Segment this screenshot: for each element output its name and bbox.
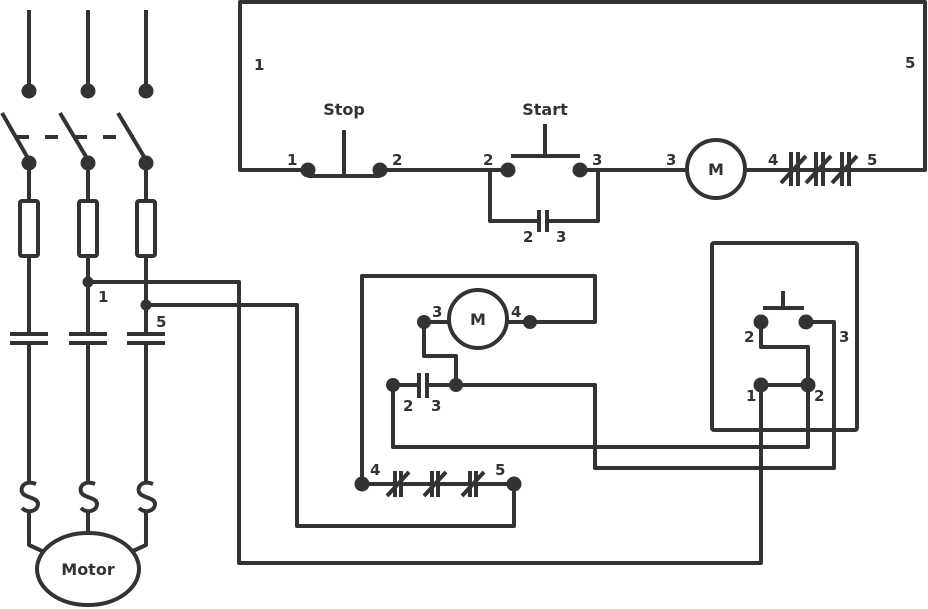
stop-label-2: 2 bbox=[392, 151, 402, 169]
wire-tap-l3 bbox=[146, 303, 516, 528]
terminal-l3-top bbox=[138, 83, 154, 99]
ladder-coil-label-3: 3 bbox=[666, 151, 676, 169]
ladder-rail bbox=[238, 0, 927, 172]
power-circuit: Motor 1 5 bbox=[0, 10, 166, 607]
aux-label-3: 3 bbox=[431, 397, 441, 415]
fuse-l3 bbox=[135, 199, 157, 258]
stop-label-1: 1 bbox=[287, 151, 297, 169]
station-label-bottom-1: 1 bbox=[746, 387, 756, 405]
wiring-overload-label-5: 5 bbox=[495, 461, 505, 479]
fuse-l2 bbox=[77, 199, 99, 258]
disconnect-blade-l1 bbox=[0, 112, 31, 161]
holding-contact: 2 3 bbox=[488, 170, 600, 246]
ladder-overload-label-5: 5 bbox=[867, 151, 877, 169]
motor bbox=[35, 531, 141, 607]
station-terminal-top-3 bbox=[798, 314, 814, 330]
overload-heater-l1 bbox=[19, 480, 40, 514]
ladder-schematic: 1 5 Stop 1 2 Start 2 3 bbox=[238, 0, 927, 246]
aux-label-2: 2 bbox=[403, 397, 413, 415]
holding-label-3: 3 bbox=[556, 228, 566, 246]
wire-aux-3-station bbox=[456, 320, 836, 470]
station-jumper bbox=[759, 322, 810, 385]
wiring-coil-terminal-4 bbox=[523, 315, 537, 329]
wiring-overload-terminal-4 bbox=[354, 476, 370, 492]
wiring-overload-contacts: 4 5 bbox=[354, 461, 522, 498]
station-label-top-2: 2 bbox=[744, 328, 754, 346]
stop-button: Stop 1 2 bbox=[287, 100, 402, 178]
ladder-coil-label-4: 4 bbox=[768, 151, 778, 169]
holding-label-2: 2 bbox=[523, 228, 533, 246]
aux-contact: 2 3 bbox=[386, 373, 463, 415]
wiring-coil-label-3: 3 bbox=[432, 303, 442, 321]
wire-tap-l2 bbox=[88, 280, 763, 565]
fuse-l1 bbox=[18, 199, 40, 258]
motor-label: Motor bbox=[61, 560, 115, 579]
wiring-coil: M 3 4 bbox=[417, 288, 537, 350]
stop-title: Stop bbox=[323, 100, 365, 119]
ladder-overload-contacts: 5 bbox=[779, 151, 877, 186]
station-label-bottom-2: 2 bbox=[814, 387, 824, 405]
overload-heater-l2 bbox=[78, 480, 99, 514]
start-terminal-2 bbox=[500, 162, 516, 178]
station-terminal-bottom-1 bbox=[753, 377, 769, 393]
rail-left-label: 1 bbox=[254, 56, 264, 74]
main-contact-l3 bbox=[127, 332, 165, 345]
wire-l1-motor bbox=[27, 510, 43, 553]
station-enclosure bbox=[710, 241, 859, 432]
wiring-coil-symbol: M bbox=[470, 310, 486, 329]
main-contact-l2 bbox=[69, 332, 107, 345]
start-button: Start 2 3 bbox=[483, 100, 602, 178]
station-label-right-3: 3 bbox=[839, 328, 849, 346]
terminal-l2-top bbox=[80, 83, 96, 99]
wiring-diagram: M 3 4 2 3 bbox=[88, 274, 836, 565]
station-terminal-bottom-2 bbox=[800, 377, 816, 393]
wire-aux-2-station bbox=[391, 385, 810, 449]
stop-terminal-1 bbox=[300, 162, 316, 178]
overload-heater-l3 bbox=[136, 480, 157, 514]
wire-coil-aux bbox=[422, 322, 458, 385]
wire-coil-loop bbox=[360, 274, 597, 484]
start-title: Start bbox=[522, 100, 568, 119]
wiring-overload-label-4: 4 bbox=[370, 461, 380, 479]
wiring-coil-label-4: 4 bbox=[511, 303, 521, 321]
terminal-l1-top bbox=[21, 83, 37, 99]
tap-label-l2: 1 bbox=[98, 288, 108, 306]
start-label-2: 2 bbox=[483, 151, 493, 169]
rail-right-label: 5 bbox=[905, 54, 915, 72]
main-contact-l1 bbox=[10, 332, 48, 345]
pushbutton-station: 2 3 1 2 bbox=[710, 241, 859, 432]
tap-label-l3: 5 bbox=[156, 313, 166, 331]
ladder-coil-symbol: M bbox=[708, 160, 724, 179]
wiring-overload-terminal-5 bbox=[506, 476, 522, 492]
wire-l3-motor bbox=[132, 510, 148, 553]
start-label-3: 3 bbox=[592, 151, 602, 169]
